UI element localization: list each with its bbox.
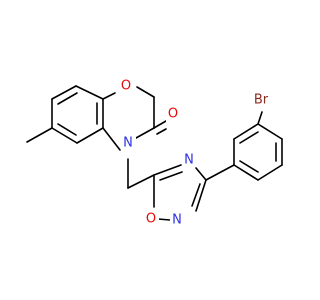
molecule-structure: O O N O N N Br [26, 77, 283, 228]
atom-ring-oxygen: O [118, 77, 132, 94]
atom-bromine: Br [250, 92, 272, 108]
bromine-bond [257, 111, 263, 125]
oxazinone-ring [102, 86, 167, 151]
atom-oxadiazole-oxygen-label: O [146, 212, 156, 227]
linker-bond-2 [127, 174, 155, 189]
benzene-ring-left [51, 85, 104, 144]
bromophenyl-ring [205, 123, 283, 181]
atom-lactam-nitrogen-label: N [123, 136, 133, 151]
atom-ring-oxygen-label: O [121, 79, 131, 94]
atom-carbonyl-oxygen: O [166, 106, 180, 122]
atom-oxadiazole-oxygen: O [143, 211, 159, 227]
methyl-bond [26, 127, 53, 143]
oxadiazole-ring [153, 164, 207, 221]
atom-carbonyl-oxygen-label: O [168, 107, 178, 122]
atom-oxadiazole-n2: N [170, 212, 184, 228]
atom-oxadiazole-n4: N [182, 151, 196, 168]
atom-bromine-label: Br [254, 93, 269, 108]
atom-lactam-nitrogen: N [122, 135, 136, 151]
atom-oxadiazole-n2-label: N [172, 213, 182, 228]
atom-oxadiazole-n4-label: N [184, 153, 194, 168]
